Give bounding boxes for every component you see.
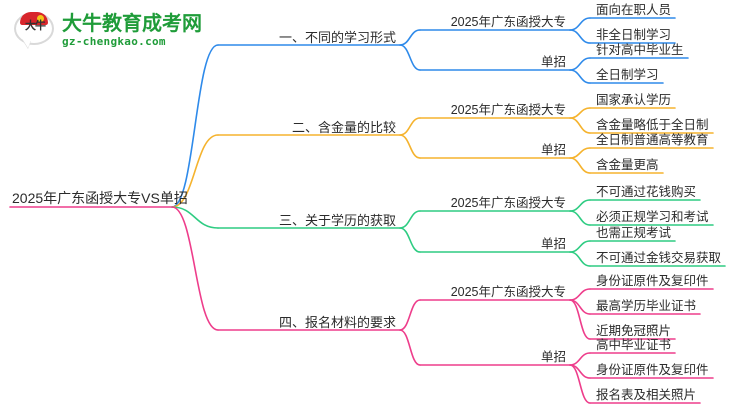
leaf-label-1-2-2: 全日制学习 — [596, 68, 659, 82]
leaf-label-2-2-2: 含金量更高 — [596, 158, 659, 172]
leaf-label-1-1-1: 面向在职人员 — [596, 3, 672, 17]
connector-line — [569, 210, 591, 226]
mindmap-root-label: 2025年广东函授大专VS单招 — [12, 190, 188, 206]
sub-label-1-1: 2025年广东函授大专 — [450, 15, 566, 29]
leaf-label-2-2-1: 全日制普通高等教育 — [596, 133, 709, 147]
connector-line — [399, 44, 421, 71]
connector-line — [399, 117, 421, 136]
logo-title: 大牛教育成考网 — [62, 12, 202, 35]
connector-line — [569, 117, 591, 134]
branch-label-1: 一、不同的学习形式 — [278, 30, 396, 45]
connector-line — [569, 199, 591, 212]
sub-label-3-1: 2025年广东函授大专 — [450, 196, 566, 210]
sub-label-2-2: 单招 — [540, 143, 566, 157]
branch-label-4: 四、报名材料的要求 — [278, 315, 396, 330]
connector-line — [569, 251, 591, 267]
logo-yellow-dot — [37, 15, 44, 22]
logo-mark-text: 大牛 — [25, 20, 46, 32]
connector-line — [569, 157, 591, 174]
leaf-label-4-2-3: 报名表及相关照片 — [596, 388, 697, 402]
connector-line — [171, 206, 219, 229]
connector-line — [569, 147, 591, 159]
connector-line — [569, 29, 591, 44]
connector-line — [569, 69, 591, 84]
connector-line — [399, 299, 421, 331]
branch-label-3: 三、关于学历的获取 — [278, 213, 396, 228]
leaf-label-1-2-1: 针对高中毕业生 — [596, 43, 684, 57]
logo-mark-icon: 大牛 — [14, 10, 56, 50]
connector-line — [569, 352, 591, 366]
sub-label-4-2: 单招 — [540, 350, 566, 364]
leaf-label-2-1-1: 国家承认学历 — [596, 93, 672, 107]
connector-line — [399, 227, 421, 253]
sub-label-4-1: 2025年广东函授大专 — [450, 285, 566, 299]
connector-line — [569, 288, 591, 301]
connector-line — [569, 364, 591, 404]
logo-bubble-tail — [23, 40, 31, 48]
logo-wordmark: 大牛教育成考网 gz-chengkao.com — [62, 13, 202, 48]
connector-line — [171, 44, 219, 208]
leaf-label-4-2-2: 身份证原件及复印件 — [596, 363, 709, 377]
leaf-label-2-1-2: 含金量略低于全日制 — [596, 118, 709, 132]
leaf-label-1-1-2: 非全日制学习 — [596, 28, 672, 42]
leaf-label-3-2-2: 不可通过金钱交易获取 — [596, 251, 722, 265]
connector-line — [399, 329, 421, 366]
sub-label-3-2: 单招 — [540, 237, 566, 251]
connector-line — [569, 107, 591, 119]
connector-line — [569, 240, 591, 253]
connector-line — [569, 299, 591, 340]
leaf-label-4-1-3: 近期免冠照片 — [596, 324, 672, 338]
sub-label-2-1: 2025年广东函授大专 — [450, 103, 566, 117]
connector-line — [399, 210, 421, 229]
connector-line — [171, 206, 219, 331]
leaf-label-3-2-1: 也需正规考试 — [596, 226, 672, 240]
sub-label-1-2: 单招 — [540, 55, 566, 69]
connector-line — [569, 57, 591, 71]
site-logo: 大牛 大牛教育成考网 gz-chengkao.com — [14, 8, 204, 52]
logo-subtitle: gz-chengkao.com — [62, 34, 166, 48]
branch-label-2: 二、含金量的比较 — [291, 120, 396, 135]
leaf-label-3-1-1: 不可通过花钱购买 — [596, 185, 697, 199]
leaf-label-4-1-2: 最高学历毕业证书 — [596, 299, 697, 313]
connector-line — [569, 17, 591, 31]
leaf-label-4-2-1: 高中毕业证书 — [596, 338, 672, 352]
connector-line — [399, 29, 421, 46]
connector-line — [171, 134, 219, 208]
connector-line — [399, 134, 421, 159]
leaf-label-4-1-1: 身份证原件及复印件 — [596, 274, 709, 288]
leaf-label-3-1-2: 必须正规学习和考试 — [596, 210, 709, 224]
